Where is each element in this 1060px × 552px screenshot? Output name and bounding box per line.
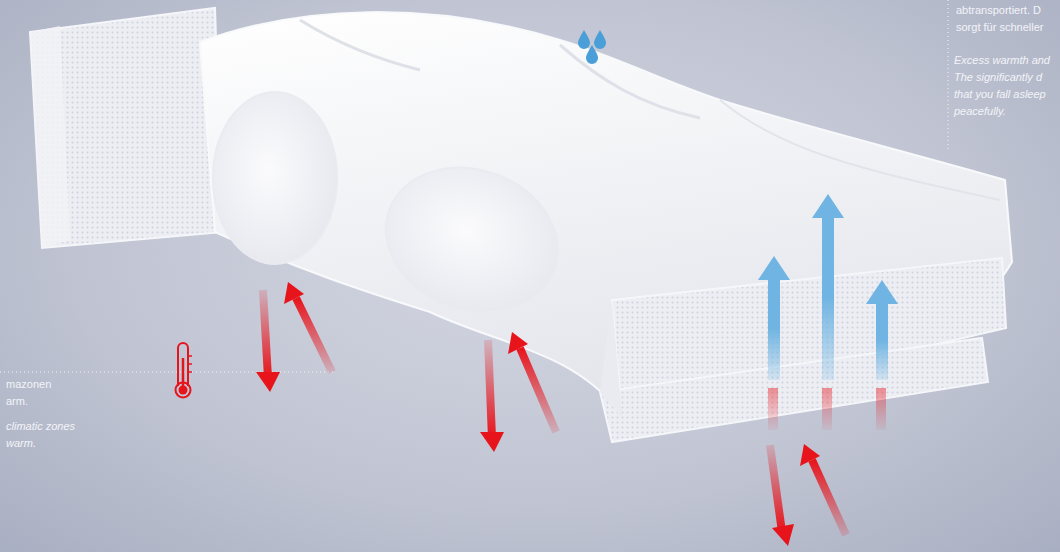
description-text-en: Excess warmth and The significantly d th… bbox=[954, 52, 1056, 120]
description-text-en: climatic zones warm. bbox=[6, 418, 86, 452]
leader-line bbox=[948, 0, 949, 150]
thermometer-icon bbox=[176, 343, 193, 398]
leader-line bbox=[0, 372, 335, 373]
description-text-de: abtransportiert. D sorgt für schneller bbox=[956, 2, 1056, 36]
water-drops bbox=[578, 30, 606, 64]
description-text-de: mazonen arm. bbox=[6, 376, 62, 410]
